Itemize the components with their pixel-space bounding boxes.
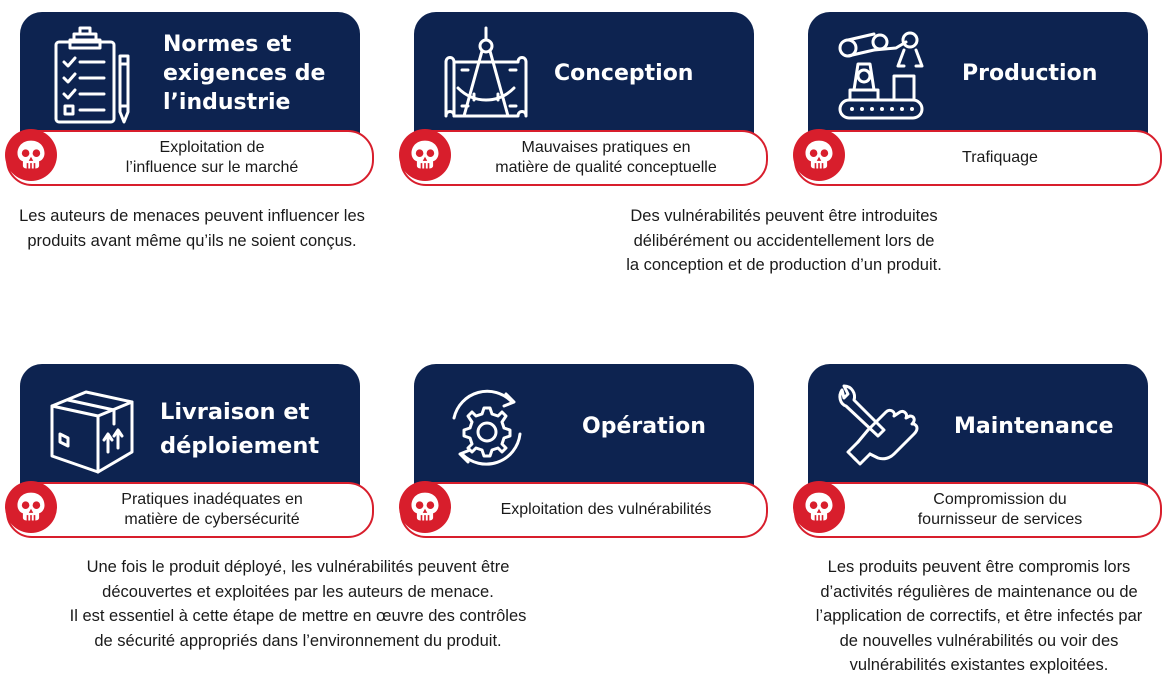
- risk-label: Exploitation des vulnérabilités: [500, 501, 712, 518]
- skull-icon: [5, 129, 57, 181]
- stage-card-design: Conception Mauvaises pratiques en matièr…: [399, 12, 772, 186]
- stage-header: Livraison et déploiement: [20, 364, 360, 496]
- blueprint-compass-icon: [440, 20, 530, 132]
- stage-title: Opération: [582, 414, 706, 439]
- stage-card-maintenance: Maintenance Compromission du fournisseur…: [793, 364, 1166, 538]
- risk-pill: Mauvaises pratiques en matière de qualit…: [399, 129, 768, 186]
- stage-card-operation: Opération Exploitation des vulnérabilité…: [399, 364, 772, 538]
- stage-title: Production: [962, 61, 1098, 86]
- stage-header: Normes et exigences de l’industrie: [20, 12, 360, 144]
- gear-cycle-icon: [440, 372, 530, 484]
- robot-arm-conveyor-icon: [834, 20, 924, 132]
- stage-header: Maintenance: [808, 364, 1148, 496]
- skull-icon: [793, 129, 845, 181]
- skull-icon: [399, 481, 451, 533]
- risk-pill: Compromission du fournisseur de services: [793, 481, 1162, 538]
- stage-title: Normes et exigences de l’industrie: [163, 32, 326, 115]
- risk-pill: Exploitation des vulnérabilités: [399, 481, 768, 538]
- stage-header: Opération: [414, 364, 754, 496]
- clipboard-checklist-icon: [48, 20, 138, 132]
- stage-card-deployment: Livraison et déploiement Pratiques inadé…: [5, 364, 378, 538]
- skull-icon: [399, 129, 451, 181]
- description-deployment-operation: Une fois le produit déployé, les vulnéra…: [69, 558, 527, 650]
- risk-pill: Trafiquage: [793, 129, 1162, 186]
- skull-icon: [5, 481, 57, 533]
- description-design-production: Des vulnérabilités peuvent être introdui…: [626, 207, 942, 274]
- risk-pill: Pratiques inadéquates en matière de cybe…: [5, 481, 374, 538]
- hand-wrench-icon: [832, 372, 922, 484]
- package-box-icon: [46, 372, 136, 484]
- description-industry: Les auteurs de menaces peuvent influence…: [19, 207, 365, 250]
- stage-title: Livraison et déploiement: [160, 399, 320, 459]
- stage-card-industry: Normes et exigences de l’industrie Explo…: [5, 12, 378, 186]
- stage-header: Conception: [414, 12, 754, 144]
- risk-label: Trafiquage: [962, 149, 1038, 166]
- stage-header: Production: [808, 12, 1148, 144]
- risk-label: Compromission du fournisseur de services: [917, 491, 1083, 528]
- skull-icon: [793, 481, 845, 533]
- risk-label: Exploitation de l’influence sur le march…: [125, 139, 299, 176]
- risk-label: Pratiques inadéquates en matière de cybe…: [121, 491, 303, 528]
- risk-label: Mauvaises pratiques en matière de qualit…: [495, 139, 717, 176]
- stage-card-production: Production Trafiquage: [793, 12, 1166, 186]
- description-maintenance: Les produits peuvent être compromis lors…: [815, 558, 1143, 674]
- stage-title: Maintenance: [954, 414, 1114, 439]
- stage-title: Conception: [554, 61, 694, 86]
- risk-pill: Exploitation de l’influence sur le march…: [5, 129, 374, 186]
